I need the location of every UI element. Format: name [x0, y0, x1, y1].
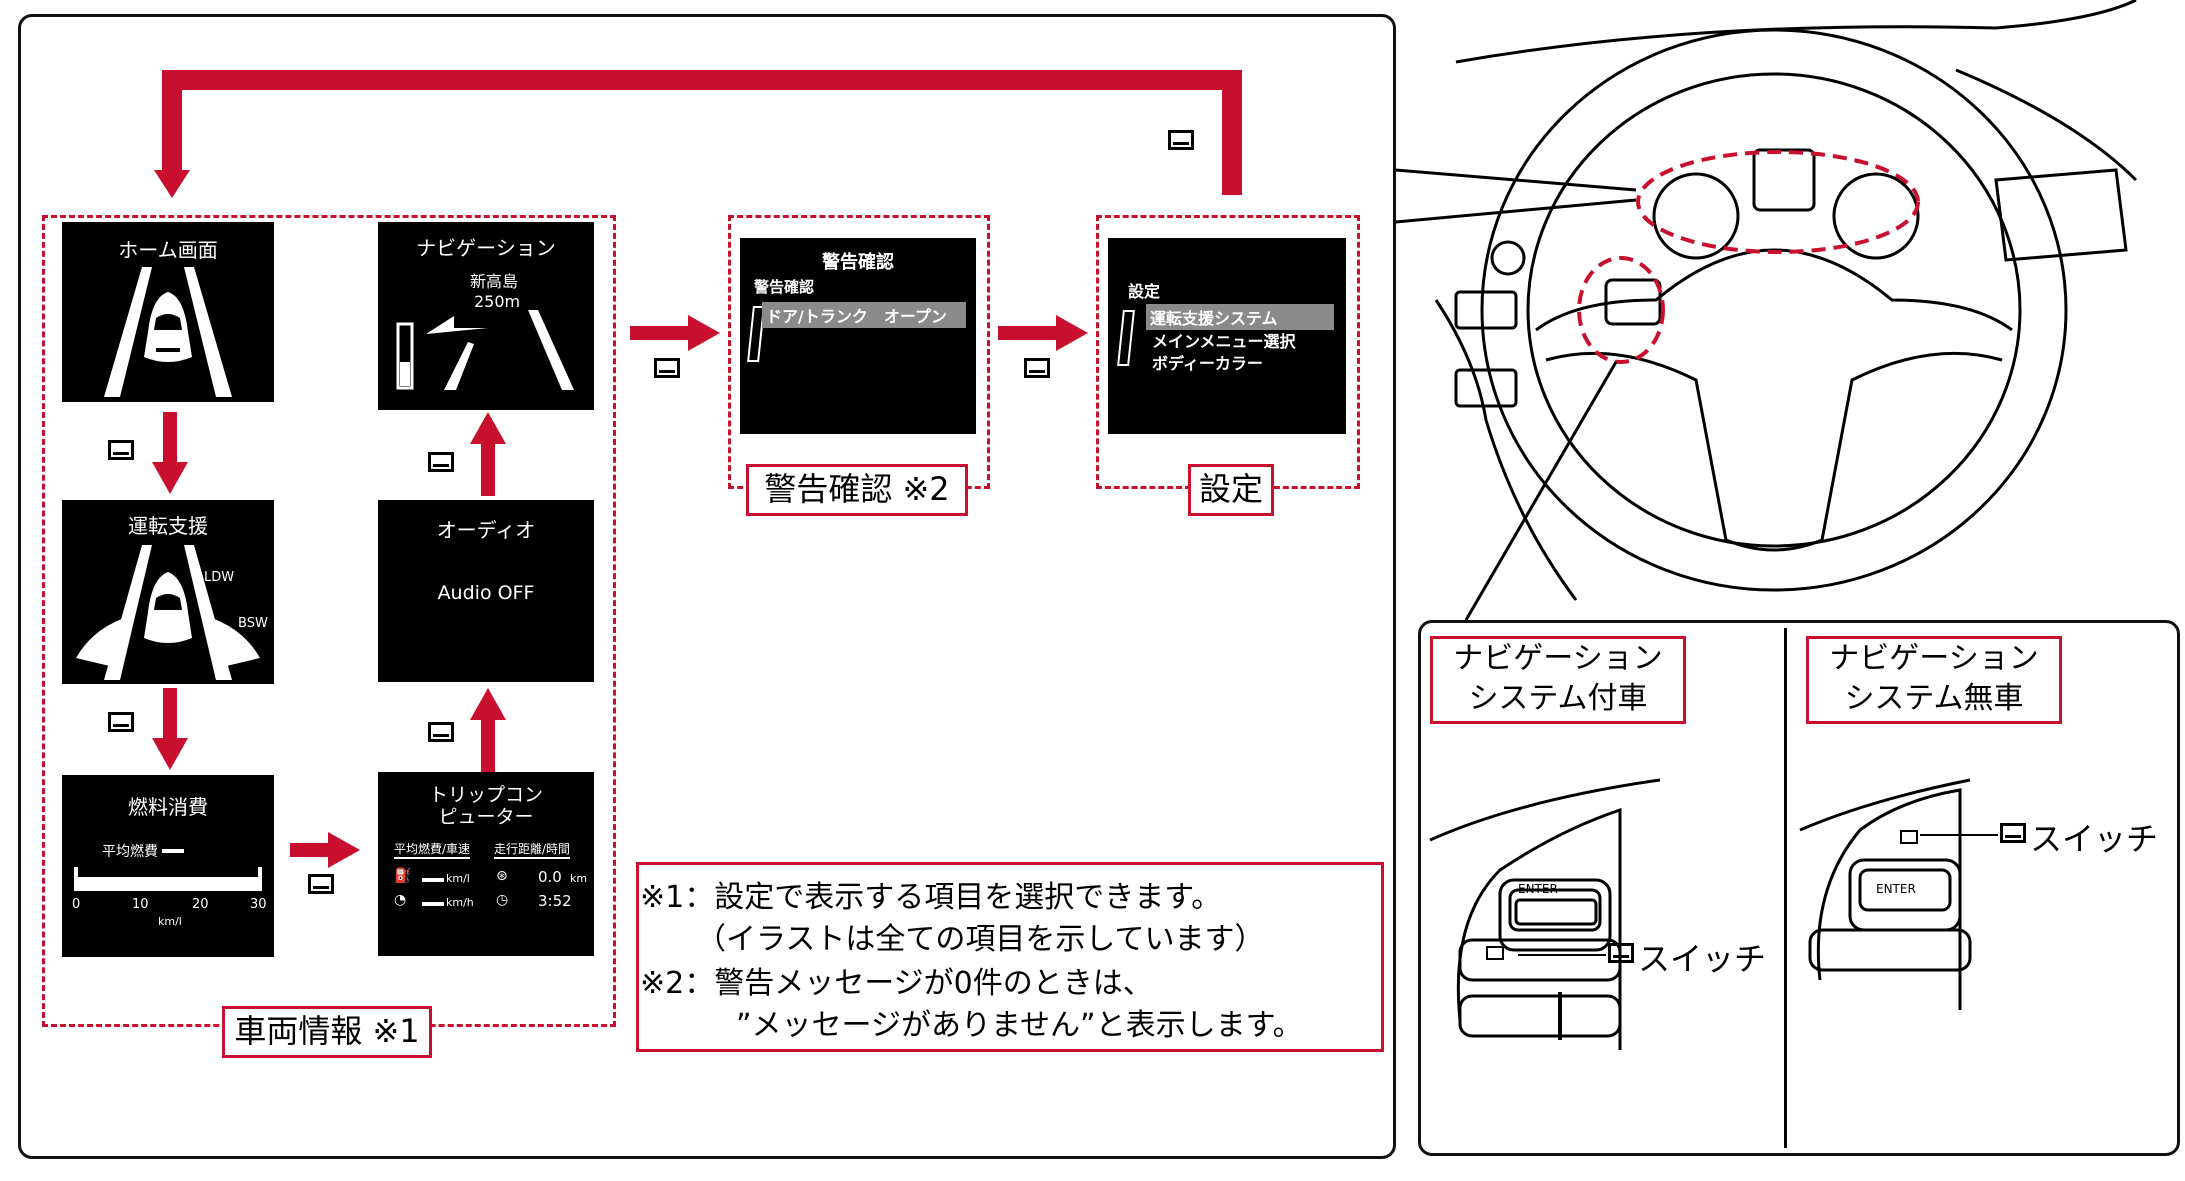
driving-assist-screen: 運転支援 LDW BSW — [62, 500, 274, 684]
trip-col1: 平均燃費/車速 — [394, 840, 471, 859]
home-screen: ホーム画面 — [62, 222, 274, 402]
tick-20: 20 — [192, 897, 209, 912]
back-button-icon-left[interactable] — [1486, 946, 1504, 960]
without-nav-line1: ナビゲーション — [1829, 641, 2039, 676]
odometer-icon: ⊛ — [496, 868, 508, 884]
fuel-unit: km/l — [158, 915, 182, 928]
arrow-down-2 — [152, 688, 188, 770]
trip-unit-kmh: km/h — [446, 896, 474, 909]
fuel-screen: 燃料消費 平均燃費 0 10 20 30 km/l — [62, 775, 274, 957]
ldw-label: LDW — [204, 570, 235, 585]
kmh-bar — [422, 902, 444, 906]
button-icon — [428, 452, 454, 472]
navigation-screen: ナビゲーション 新高島 250m — [378, 222, 594, 410]
fuel-scale — [74, 867, 262, 891]
home-title: ホーム画面 — [118, 238, 218, 262]
driving-assist-icon — [76, 545, 260, 680]
warning-screen: 警告確認 警告確認 ドア/トランク オープン — [740, 238, 976, 434]
settings-item-color[interactable]: ボディーカラー — [1152, 354, 1263, 373]
trip-distance: 0.0 — [538, 868, 562, 886]
steering-switch-without-nav — [1799, 778, 1972, 1010]
switch-panel — [1418, 620, 2180, 1156]
trip-computer-screen: トリップコン ピューター 平均燃費/車速 走行距離/時間 ⛽ km/l ◔ km… — [378, 772, 594, 956]
loop-arrow — [154, 70, 1242, 198]
switch-label-right: スイッチ — [2030, 820, 2159, 858]
switch-panel-divider — [1784, 628, 1787, 1148]
settings-scroll — [1117, 310, 1135, 366]
settings-item-menu[interactable]: メインメニュー選択 — [1152, 332, 1296, 351]
warning-header: 警告確認 — [822, 252, 894, 273]
nav-place: 新高島 — [470, 272, 519, 291]
nav-title: ナビゲーション — [416, 236, 556, 260]
vehicle-info-label: 車両情報 ※1 — [222, 1006, 432, 1058]
car-lane-icon — [104, 267, 232, 397]
nav-button-icon-right[interactable] — [1900, 830, 1918, 844]
tick-30: 30 — [250, 897, 267, 912]
tick-0: 0 — [72, 897, 81, 912]
clock-icon: ◷ — [496, 892, 509, 908]
trip-unit-kml: km/l — [446, 872, 470, 885]
trip-distance-unit: km — [570, 872, 588, 885]
tick-10: 10 — [132, 897, 149, 912]
button-icon — [428, 722, 454, 742]
fuel-title: 燃料消費 — [128, 795, 208, 819]
audio-status: Audio OFF — [437, 582, 535, 604]
without-nav-label: ナビゲーション システム無車 — [1806, 636, 2062, 724]
audio-title: オーディオ — [436, 518, 536, 542]
warning-item[interactable]: ドア/トランク オープン — [762, 302, 966, 328]
note-2: （イラストは全ての項目を示しています） — [696, 922, 1265, 957]
nav-distance: 250m — [474, 292, 521, 311]
avg-fuel-bar — [162, 849, 184, 853]
arrow-right-warning — [630, 315, 720, 351]
with-nav-line2: システム付車 — [1468, 681, 1648, 716]
arrow-down-1 — [152, 412, 188, 494]
settings-screen: 設定 運転支援システム メインメニュー選択 ボディーカラー — [1108, 238, 1346, 434]
button-icon — [308, 874, 334, 894]
note-4: ”メッセージがありません”と表示します。 — [736, 1008, 1303, 1043]
arrow-up-1 — [470, 412, 506, 496]
settings-item-driving[interactable]: 運転支援システム — [1146, 304, 1334, 330]
button-icon — [1024, 358, 1050, 378]
trip-col2: 走行距離/時間 — [494, 840, 571, 859]
note-1: ※1：設定で表示する項目を選択できます。 — [640, 880, 1222, 915]
with-nav-label: ナビゲーション システム付車 — [1430, 636, 1686, 724]
button-icon — [2000, 823, 2026, 843]
without-nav-line2: システム無車 — [1844, 681, 2024, 716]
arrow-up-2 — [470, 688, 506, 772]
button-icon — [1608, 943, 1634, 963]
steering-wheel-illustration — [1396, 0, 2138, 621]
button-icon — [108, 712, 134, 732]
button-icon — [654, 358, 680, 378]
with-nav-line1: ナビゲーション — [1453, 641, 1663, 676]
bsw-label: BSW — [238, 616, 268, 631]
settings-header: 設定 — [1128, 282, 1161, 301]
steering-switch-with-nav — [1429, 778, 1661, 1050]
avg-fuel-label: 平均燃費 — [102, 844, 158, 860]
arrow-right-settings — [998, 315, 1088, 351]
main-frame — [18, 14, 1396, 1159]
button-icon — [108, 440, 134, 460]
leader-line-left — [1518, 954, 1606, 956]
trip-title-1: トリップコン — [428, 784, 543, 806]
button-icon — [1168, 130, 1194, 150]
speed-icon: ◔ — [394, 892, 407, 908]
leader-line-right — [1920, 834, 1998, 836]
warning-check-label: 警告確認 ※2 — [746, 464, 968, 516]
switch-label-left: スイッチ — [1638, 940, 1767, 978]
fuel-pump-icon: ⛽ — [394, 868, 412, 884]
nav-turn-icon — [396, 310, 574, 390]
settings-label: 設定 — [1188, 464, 1274, 516]
driving-title: 運転支援 — [128, 514, 208, 538]
note-3: ※2：警告メッセージが0件のときは、 — [640, 966, 1153, 1001]
enter-label-right: ENTER — [1876, 882, 1916, 896]
notes-box — [636, 862, 1384, 1052]
arrow-right-fuel — [290, 832, 360, 868]
audio-screen: オーディオ Audio OFF — [378, 500, 594, 682]
trip-time: 3:52 — [538, 892, 572, 910]
trip-title-2: ピューター — [438, 806, 534, 828]
warning-sub: 警告確認 — [754, 278, 815, 296]
kml-bar — [422, 878, 444, 882]
enter-label-left: ENTER — [1518, 882, 1558, 896]
